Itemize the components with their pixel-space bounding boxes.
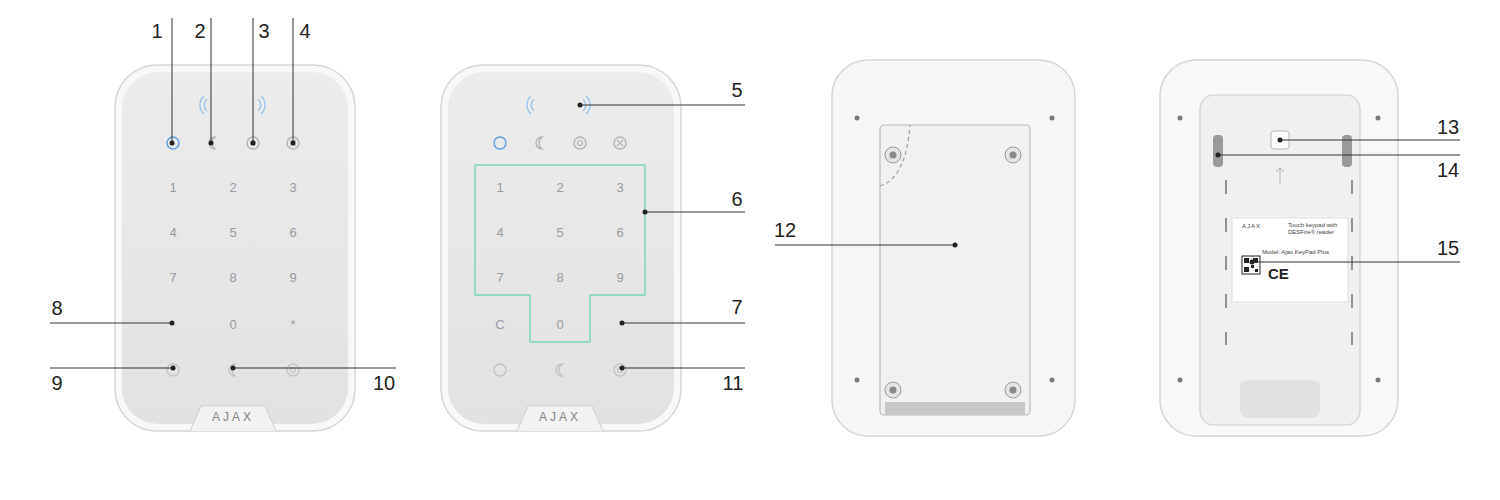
callout-number: 15 [1437, 237, 1459, 259]
brand-logo: AJAX [539, 411, 581, 424]
ce-mark: CE [1268, 266, 1289, 283]
key-label: 7 [496, 271, 503, 285]
key-label: 9 [289, 271, 296, 285]
key-label: 0 [229, 318, 236, 332]
key-label: 3 [289, 181, 296, 195]
key-label: 4 [496, 226, 503, 240]
key-label: C [495, 318, 504, 332]
brand-logo: AJAX [212, 411, 254, 424]
keypad-front [441, 65, 681, 431]
key-label: 2 [556, 181, 563, 195]
key-label: 6 [289, 226, 296, 240]
key-label: 9 [616, 271, 623, 285]
key-label: 8 [556, 271, 563, 285]
leader-dots [170, 103, 1283, 371]
callout-number: 9 [51, 372, 62, 394]
callout-number: 10 [373, 372, 395, 394]
callout-number: 4 [299, 20, 310, 42]
callout-number: 3 [258, 20, 269, 42]
callout-number: 8 [51, 297, 62, 319]
sticker-brand: AJAX [1242, 223, 1261, 230]
key-label: 5 [556, 226, 563, 240]
key-label: 7 [169, 271, 176, 285]
callout-number: 11 [723, 372, 744, 394]
mounting-panel [832, 60, 1075, 436]
leader-lines [50, 18, 1460, 368]
key-label: 8 [229, 271, 236, 285]
callout-number: 6 [731, 188, 742, 210]
key-label: * [290, 318, 295, 332]
keypad-area-outline [475, 165, 645, 342]
callout-number: 2 [194, 20, 205, 42]
key-label: 4 [169, 226, 176, 240]
callout-number: 5 [731, 79, 742, 101]
key-label: 1 [169, 181, 176, 195]
callout-number: 14 [1437, 159, 1459, 181]
sticker-text: Touch keypad with DESFire® reader [1288, 222, 1344, 235]
key-label: 6 [616, 226, 623, 240]
callout-number: 12 [774, 219, 796, 241]
keypad-back [1160, 60, 1398, 436]
key-label: 1 [496, 181, 503, 195]
key-label: 2 [229, 181, 236, 195]
key-label: 3 [616, 181, 623, 195]
callout-number: 13 [1437, 116, 1459, 138]
sticker-model: Model: Ajax KeyPad Plus [1262, 249, 1329, 256]
key-label: 5 [229, 226, 236, 240]
callout-number: 1 [151, 20, 162, 42]
key-label: 0 [556, 318, 563, 332]
callout-number: 7 [731, 296, 742, 318]
keypad-front [115, 65, 355, 431]
